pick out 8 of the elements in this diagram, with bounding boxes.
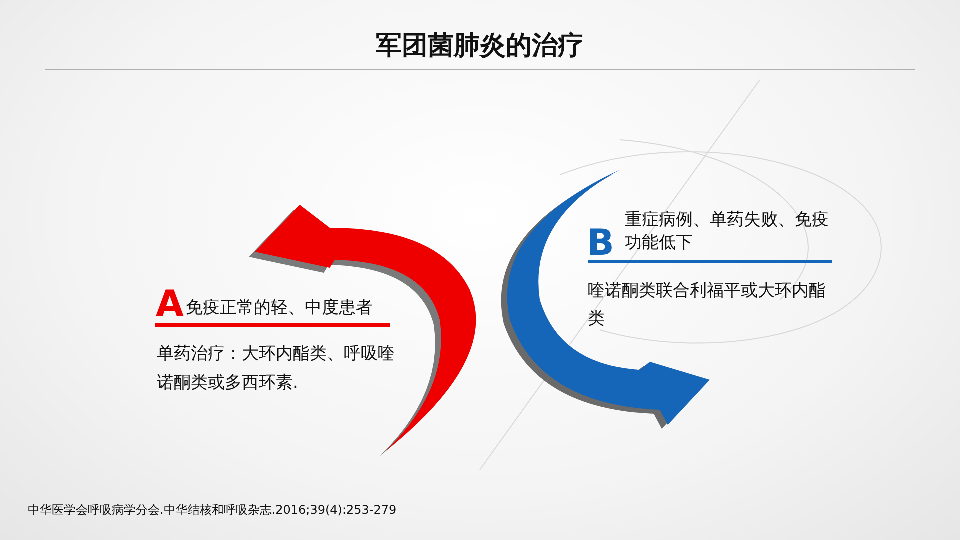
treatment-text: 喹诺酮类联合利福平或大环内酯类: [588, 280, 827, 331]
group-heading: 免疫正常的轻、中度患者: [186, 298, 374, 318]
letter-marker: A: [156, 283, 185, 326]
slide-title: 军团菌肺炎的治疗: [375, 30, 585, 63]
group-heading: 重症病例、单药失败、免疫功能低下: [625, 209, 830, 255]
treatment-text: 单药治疗：大环内酯类、呼吸喹诺酮类或多西环素.: [157, 343, 396, 395]
citation-note: 中华医学会呼吸病学分会.中华结核和呼吸杂志.2016;39(4):253-279: [28, 503, 398, 518]
letter-marker: B: [587, 222, 616, 266]
